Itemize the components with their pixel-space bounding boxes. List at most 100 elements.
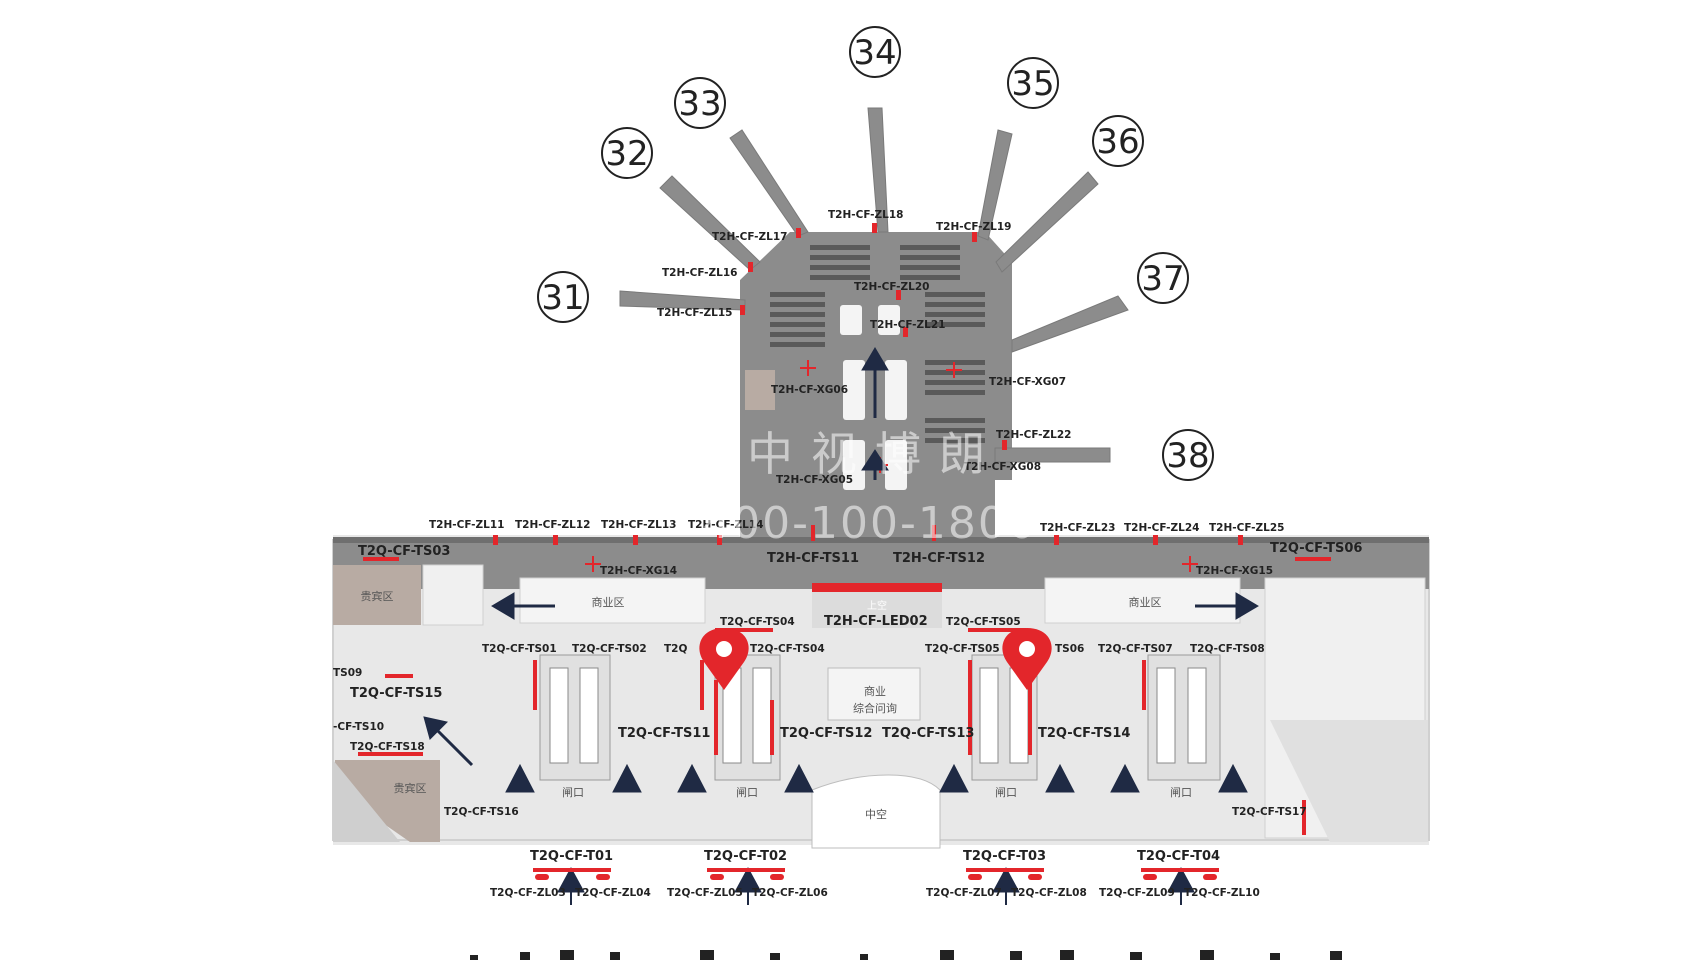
commercial-strip-left (519, 577, 706, 624)
svg-text:T2Q-CF-TS05: T2Q-CF-TS05 (925, 643, 1000, 655)
svg-text:T2Q-CF-ZL05: T2Q-CF-ZL05 (667, 887, 743, 899)
svg-text:TS06: TS06 (1055, 643, 1084, 655)
vip-area-bottom (335, 760, 440, 842)
svg-text:T2Q-CF-ZL07: T2Q-CF-ZL07 (926, 887, 1002, 899)
svg-text:T2Q-CF-TS18: T2Q-CF-TS18 (350, 741, 425, 753)
vip-small-area (745, 370, 775, 410)
location-pin-right[interactable] (1002, 628, 1052, 690)
svg-text:T2H-CF-XG15: T2H-CF-XG15 (1196, 565, 1273, 577)
svg-text:商业区: 商业区 (592, 595, 625, 609)
location-pin-left[interactable] (699, 628, 749, 690)
svg-text:T2Q-CF-ZL09: T2Q-CF-ZL09 (1099, 887, 1175, 899)
svg-text:T2Q-CF-T04: T2Q-CF-T04 (1137, 849, 1220, 864)
svg-text:T2Q-CF-TS16: T2Q-CF-TS16 (444, 806, 519, 818)
airside-corridor (333, 537, 1429, 589)
svg-text:T2H-CF-ZL21: T2H-CF-ZL21 (870, 319, 945, 331)
svg-text:T2H-CF-XG07: T2H-CF-XG07 (989, 376, 1066, 388)
svg-text:闸口: 闸口 (995, 786, 1017, 799)
led-screen (812, 583, 942, 592)
gate-33: 33 (678, 84, 721, 124)
svg-text:T2H-CF-LED02: T2H-CF-LED02 (824, 614, 928, 629)
svg-text:-CF-TS10: -CF-TS10 (333, 721, 384, 733)
svg-text:T2Q-CF-TS14: T2Q-CF-TS14 (1038, 726, 1130, 741)
svg-text:T2H-CF-ZL11: T2H-CF-ZL11 (429, 519, 504, 531)
svg-text:T2Q-CF-TS04: T2Q-CF-TS04 (750, 643, 825, 655)
svg-text:T2Q-CF-TS03: T2Q-CF-TS03 (358, 544, 450, 559)
svg-text:T2Q-CF-ZL10: T2Q-CF-ZL10 (1184, 887, 1260, 899)
svg-text:T2H-CF-ZL25: T2H-CF-ZL25 (1209, 522, 1284, 534)
svg-text:中视博朗: 中视博朗 (747, 427, 1003, 481)
svg-text:T2Q-CF-ZL03: T2Q-CF-ZL03 (490, 887, 566, 899)
svg-text:T2Q-CF-ZL06: T2Q-CF-ZL06 (752, 887, 828, 899)
commercial-strip-right (1044, 577, 1241, 624)
svg-text:贵宾区: 贵宾区 (361, 589, 394, 603)
svg-text:T2H-CF-TS12: T2H-CF-TS12 (893, 551, 985, 566)
svg-text:T2Q-CF-TS02: T2Q-CF-TS02 (572, 643, 647, 655)
svg-text:T2Q-CF-TS17: T2Q-CF-TS17 (1232, 806, 1307, 818)
entrance-ads (533, 868, 1219, 880)
svg-text:中空: 中空 (865, 807, 887, 821)
gate-38: 38 (1166, 436, 1209, 476)
svg-text:T2H-CF-ZL20: T2H-CF-ZL20 (854, 281, 929, 293)
atrium (811, 774, 941, 849)
ad-spots-pier (358, 223, 1331, 835)
svg-text:T2H-CF-XG05: T2H-CF-XG05 (776, 474, 853, 486)
svg-text:T2H-CF-ZL13: T2H-CF-ZL13 (601, 519, 676, 531)
svg-text:贵宾区: 贵宾区 (394, 781, 427, 795)
svg-text:T2Q-CF-TS08: T2Q-CF-TS08 (1190, 643, 1265, 655)
bottom-partial-text (470, 950, 1342, 960)
svg-text:T2H-CF-ZL19: T2H-CF-ZL19 (936, 221, 1011, 233)
svg-text:T2H-CF-ZL23: T2H-CF-ZL23 (1040, 522, 1115, 534)
svg-text:T2H-CF-ZL18: T2H-CF-ZL18 (828, 209, 903, 221)
gate-34: 34 (853, 33, 896, 73)
svg-text:T2H-CF-ZL22: T2H-CF-ZL22 (996, 429, 1071, 441)
svg-text:T2H-CF-ZL17: T2H-CF-ZL17 (712, 231, 787, 243)
watermark: 中视博朗 400-100-1800 (702, 427, 1038, 549)
svg-text:T2Q-CF-TS04: T2Q-CF-TS04 (720, 616, 795, 628)
svg-text:闸口: 闸口 (562, 786, 584, 799)
svg-text:T2H-CF-ZL15: T2H-CF-ZL15 (657, 307, 732, 319)
area-labels: 贵宾区 贵宾区 商业区 商业区 商业 综合问询 上空 中空 闸口 闸口 闸口 闸… (361, 589, 1193, 821)
gate-35: 35 (1011, 64, 1054, 104)
ad-point-labels: T2H-CF-ZL17 T2H-CF-ZL18 T2H-CF-ZL19 T2H-… (333, 209, 1362, 899)
svg-text:T2Q-CF-T03: T2Q-CF-T03 (963, 849, 1046, 864)
gate-37: 37 (1141, 259, 1184, 299)
svg-text:商业: 商业 (864, 684, 886, 698)
svg-text:商业区: 商业区 (1129, 595, 1162, 609)
svg-text:TS09: TS09 (333, 667, 362, 679)
svg-text:T2Q: T2Q (664, 643, 687, 655)
svg-text:T2Q-CF-TS12: T2Q-CF-TS12 (780, 726, 872, 741)
svg-text:T2Q-CF-ZL04: T2Q-CF-ZL04 (575, 887, 651, 899)
svg-text:400-100-1800: 400-100-1800 (702, 498, 1038, 549)
svg-text:综合问询: 综合问询 (853, 701, 897, 715)
svg-text:T2H-CF-XG08: T2H-CF-XG08 (964, 461, 1041, 473)
svg-text:上空: 上空 (867, 599, 887, 612)
jet-bridges (619, 107, 1129, 463)
svg-text:T2H-CF-XG06: T2H-CF-XG06 (771, 384, 848, 396)
svg-text:T2Q-CF-T02: T2Q-CF-T02 (704, 849, 787, 864)
gate-32: 32 (605, 134, 648, 174)
gate-36: 36 (1096, 122, 1139, 162)
svg-text:T2Q-CF-TS06: T2Q-CF-TS06 (1270, 541, 1362, 556)
svg-text:T2H-CF-ZL24: T2H-CF-ZL24 (1124, 522, 1199, 534)
security-block-1 (539, 654, 611, 781)
svg-text:T2H-CF-XG14: T2H-CF-XG14 (600, 565, 677, 577)
svg-text:T2Q-CF-ZL08: T2Q-CF-ZL08 (1011, 887, 1087, 899)
direction-arrows (423, 347, 1259, 905)
commercial-info-box (827, 667, 921, 721)
svg-text:T2Q-CF-TS01: T2Q-CF-TS01 (482, 643, 557, 655)
svg-text:T2Q-CF-T01: T2Q-CF-T01 (530, 849, 613, 864)
security-block-4 (1147, 654, 1221, 781)
svg-text:闸口: 闸口 (736, 786, 758, 799)
svg-text:闸口: 闸口 (1170, 786, 1192, 799)
gate-markers: 31 32 33 34 35 36 37 38 (537, 26, 1214, 481)
gate-31: 31 (541, 278, 584, 318)
svg-text:T2H-CF-ZL14: T2H-CF-ZL14 (688, 519, 763, 531)
vip-area-top (333, 565, 421, 625)
svg-text:T2Q-CF-TS05: T2Q-CF-TS05 (946, 616, 1021, 628)
svg-text:T2Q-CF-TS07: T2Q-CF-TS07 (1098, 643, 1173, 655)
svg-text:T2Q-CF-TS11: T2Q-CF-TS11 (618, 726, 710, 741)
svg-text:T2H-CF-ZL12: T2H-CF-ZL12 (515, 519, 590, 531)
svg-text:T2H-CF-TS11: T2H-CF-TS11 (767, 551, 859, 566)
